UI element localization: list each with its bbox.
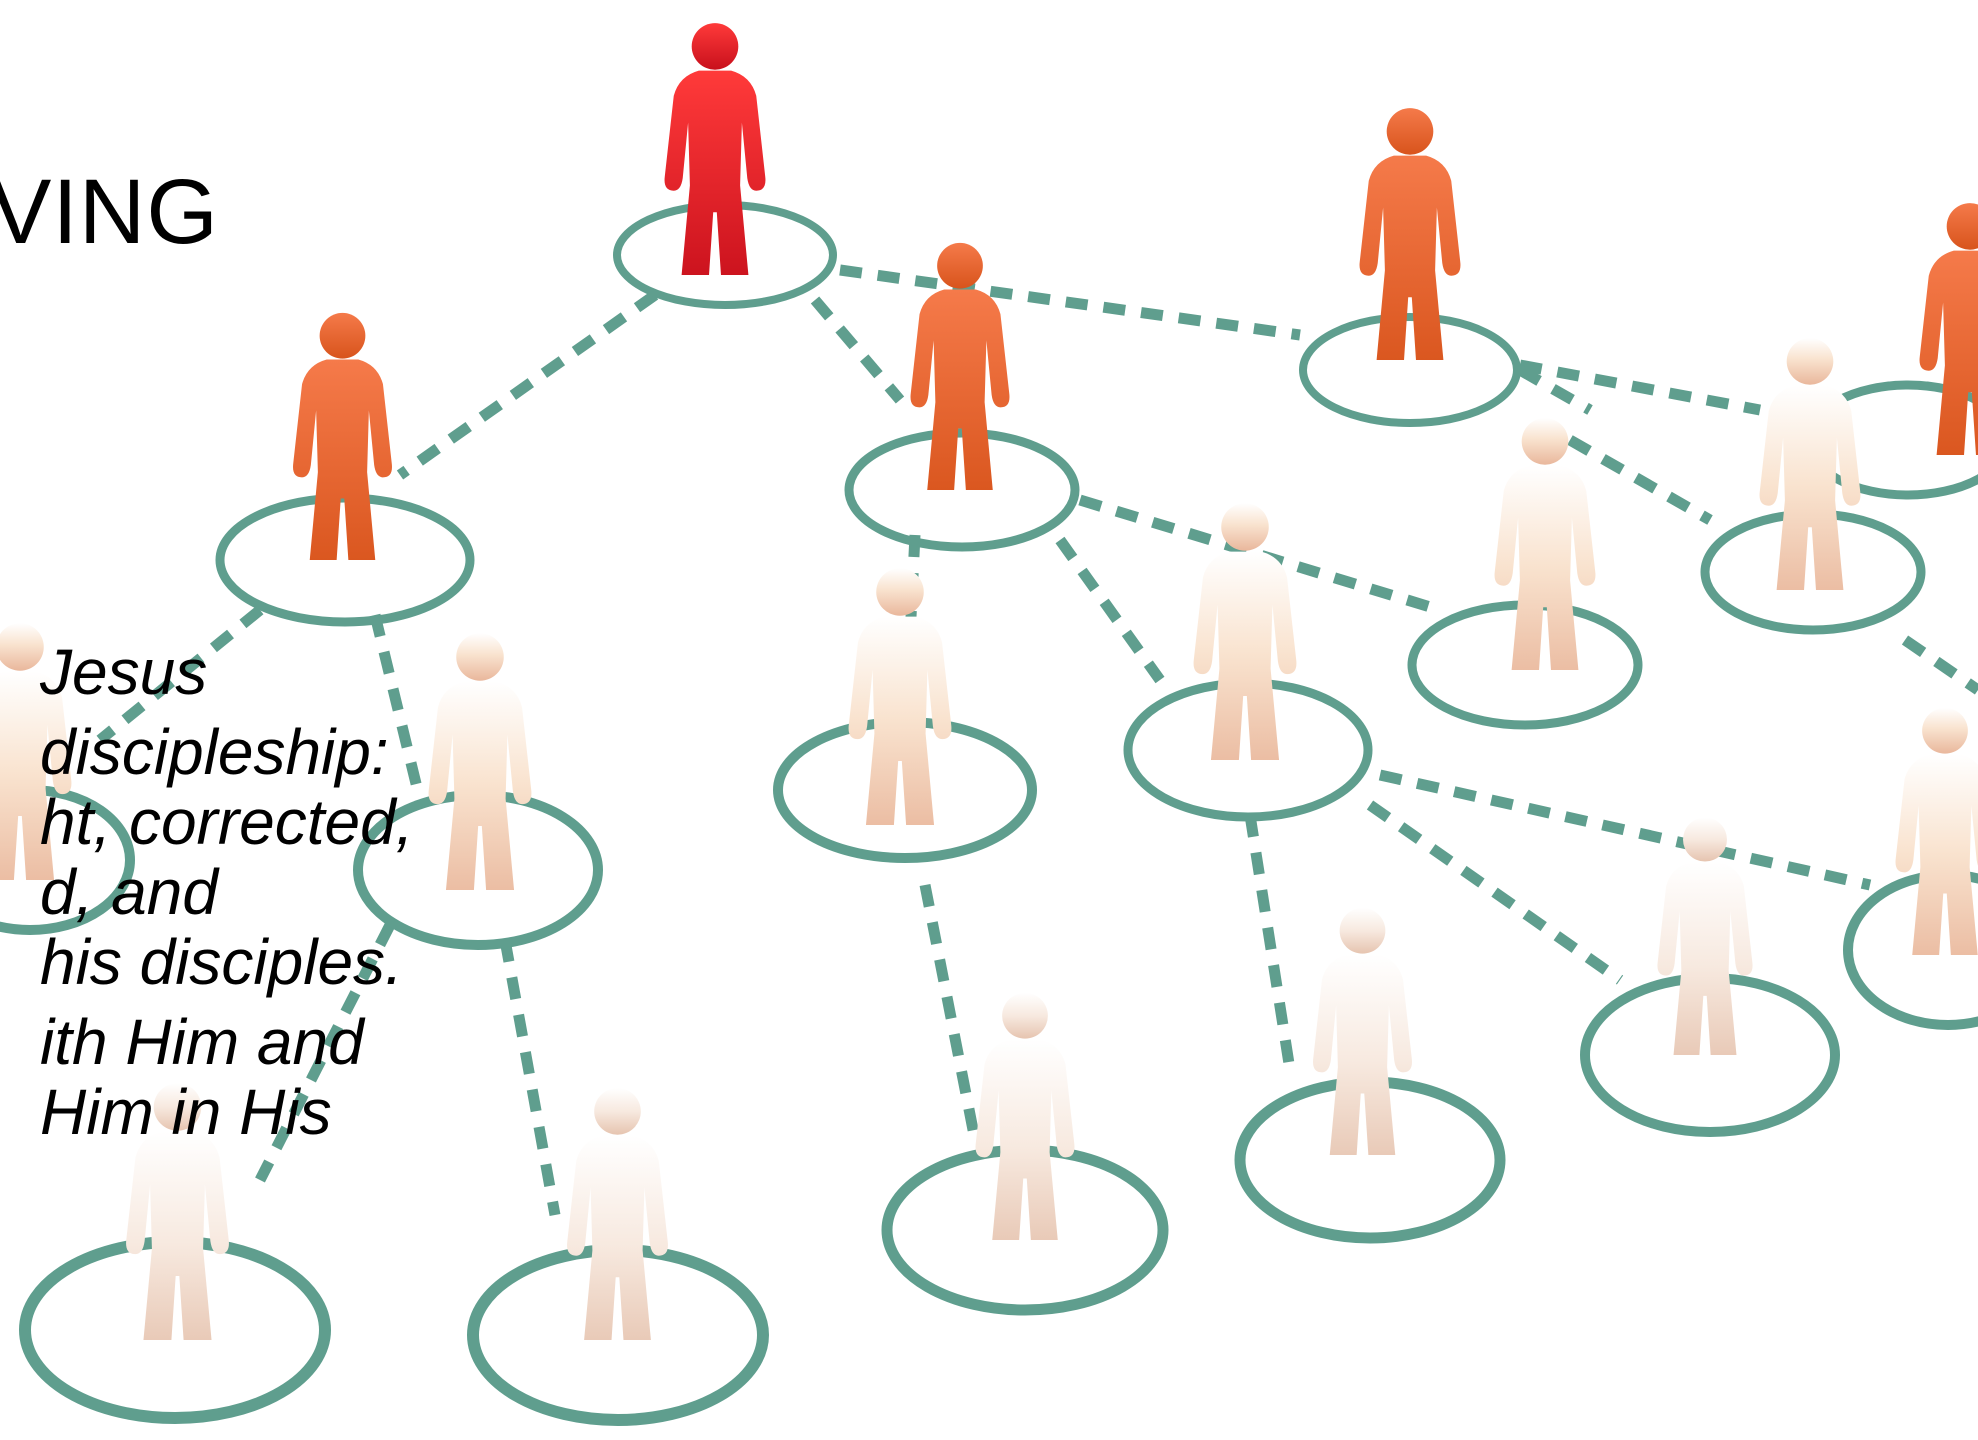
text-line-6: ith Him and <box>40 1006 364 1078</box>
text-line-4: d, and <box>40 856 218 928</box>
text-line-5: his disciples. <box>40 926 403 998</box>
text-line-2: discipleship: <box>40 716 389 788</box>
person-level1-icons <box>293 108 1978 560</box>
text-line-3: ht, corrected, <box>40 786 414 858</box>
person-leader-icon <box>664 23 766 275</box>
text-line-1: Jesus <box>40 636 208 708</box>
text-line-7: Him in His <box>40 1076 332 1148</box>
slide-title: VING <box>0 161 219 263</box>
